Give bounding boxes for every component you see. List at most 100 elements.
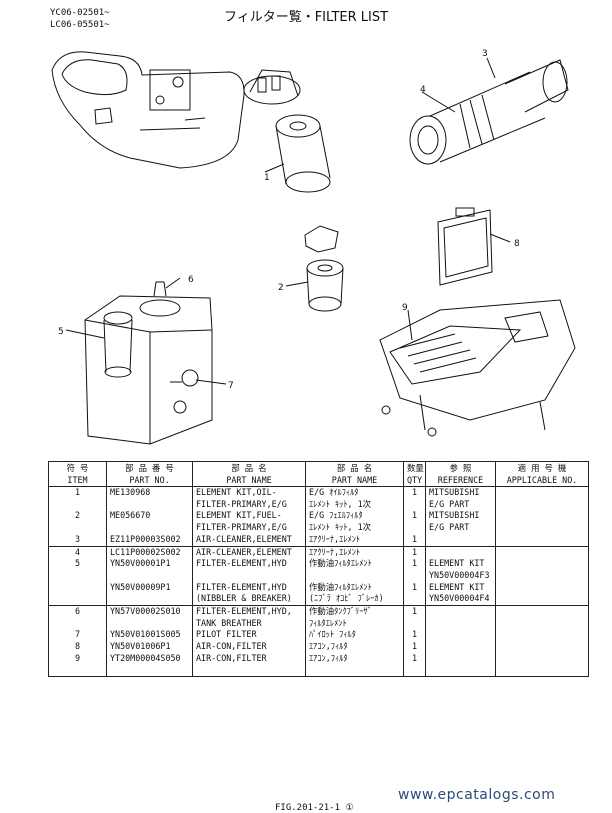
oil-filter-illustration [243,69,331,193]
part-name-en-cell: ELEMENT KIT,FUEL- [192,510,306,523]
header-app: APPLICABLE NO. [495,474,589,487]
reference-cell [425,545,496,559]
quantity-cell: 1 [403,581,426,594]
part-name-en-cell: FILTER-PRIMARY,E/G [192,522,306,534]
applicable-no-cell [495,510,589,523]
table-header-jp: 符 号 部 品 番 号 部 品 名 部 品 名 数量 参 照 適 用 号 機 [48,461,589,474]
part-number-cell [106,498,193,511]
part-name-en-cell: PILOT FILTER [192,629,306,642]
callout-8: 8 [514,239,520,249]
reference-cell [425,629,496,642]
part-name-jp-cell: ｴｱｺﾝ,ﾌｨﾙﾀ [305,641,404,653]
part-number-cell: YN50V00009P1 [106,581,193,594]
header-partname-jp: 部 品 名 [192,461,306,474]
header-item: ITEM [48,474,107,487]
part-number-cell: YN50V00001P1 [106,558,193,570]
part-name-en-cell: (NIBBLER & BREAKER) [192,593,306,606]
fuel-filter-illustration [285,225,344,312]
aircon-unit-illustration [379,299,576,437]
part-number-cell [106,593,193,606]
empty-cell [192,664,306,678]
part-number-cell: LC11P00002S002 [106,545,193,559]
part-name-jp-cell: ｴﾚﾒﾝﾄ ｷｯﾄ, 1次 [305,498,404,511]
header-app-jp: 適 用 号 機 [495,461,589,474]
applicable-no-cell [495,558,589,570]
part-name-en-cell: AIR-CLEANER,ELEMENT [192,545,306,559]
table-row: YN50V00004F3 [48,569,589,582]
item-cell: 8 [48,641,107,653]
part-name-en-cell: FILTER-ELEMENT,HYD, [192,605,306,618]
quantity-cell [403,569,426,582]
applicable-no-cell [495,522,589,534]
header-item-jp: 符 号 [48,461,107,474]
applicable-no-cell [495,569,589,582]
item-cell: 4 [48,545,107,559]
aircon-filter-illustration [437,207,511,286]
callout-6: 6 [188,275,194,285]
applicable-no-cell [495,581,589,594]
callout-5: 5 [58,327,64,337]
header-partname2-jp: 部 品 名 [305,461,404,474]
reference-cell [425,641,496,653]
part-name-jp-cell: 作動油ﾌｨﾙﾀｴﾚﾒﾝﾄ [305,558,404,570]
table-header-en: ITEM PART NO. PART NAME PART NAME QTY RE… [48,474,589,487]
item-cell: 5 [48,558,107,570]
figure-number: FIG.201-21-1 ① [275,803,354,813]
part-name-en-cell: AIR-CLEANER,ELEMENT [192,533,306,547]
header-partno-jp: 部 品 番 号 [106,461,193,474]
item-cell [48,581,107,594]
part-number-cell: YN57V00002S010 [106,605,193,618]
part-number-cell: EZ11P00003S002 [106,533,193,547]
empty-cell [403,664,426,678]
part-name-en-cell: TANK BREATHER [192,617,306,630]
item-cell [48,522,107,534]
part-name-jp-cell: 作動油ﾀﾝｸﾌﾞﾘｰｻﾞ [305,605,404,618]
part-name-jp-cell: E/G ﾌｪｴﾙﾌｨﾙﾀ [305,510,404,523]
empty-cell [495,664,589,678]
callout-2: 2 [278,283,284,293]
engine-illustration [51,51,245,169]
reference-cell [425,605,496,618]
header-ref-jp: 参 照 [425,461,496,474]
item-cell [48,498,107,511]
header-partname: PART NAME [192,474,306,487]
table-row: (NIBBLER & BREAKER)(ﾆﾌﾞﾗ ｵｺﾋﾞ ﾌﾞﾚｰｶ)YN50… [48,593,589,606]
item-cell [48,569,107,582]
empty-cell [425,664,496,678]
part-name-jp-cell: 作動油ﾌｨﾙﾀｴﾚﾒﾝﾄ [305,581,404,594]
applicable-no-cell [495,533,589,547]
quantity-cell [403,498,426,511]
header-qty-jp: 数量 [403,461,426,474]
quantity-cell [403,593,426,606]
quantity-cell: 1 [403,605,426,618]
applicable-no-cell [495,545,589,559]
callout-7: 7 [228,381,234,391]
header-ref: REFERENCE [425,474,496,487]
part-number-cell [106,522,193,534]
applicable-no-cell [495,641,589,653]
item-cell: 9 [48,652,107,665]
part-number-cell [106,617,193,630]
part-number-cell: YT20M00004S050 [106,652,193,665]
quantity-cell [403,617,426,630]
reference-cell [425,533,496,547]
applicable-no-cell [495,593,589,606]
item-cell [48,617,107,630]
reference-cell [425,617,496,630]
reference-cell [425,652,496,665]
part-number-cell: YN50V01006P1 [106,641,193,653]
applicable-no-cell [495,498,589,511]
callout-4: 4 [420,85,426,95]
item-cell: 3 [48,533,107,547]
part-name-jp-cell: E/G ｵｲﾙﾌｨﾙﾀ [305,485,404,499]
part-number-cell: YN50V01001S005 [106,629,193,642]
part-number-cell: ME056670 [106,510,193,523]
